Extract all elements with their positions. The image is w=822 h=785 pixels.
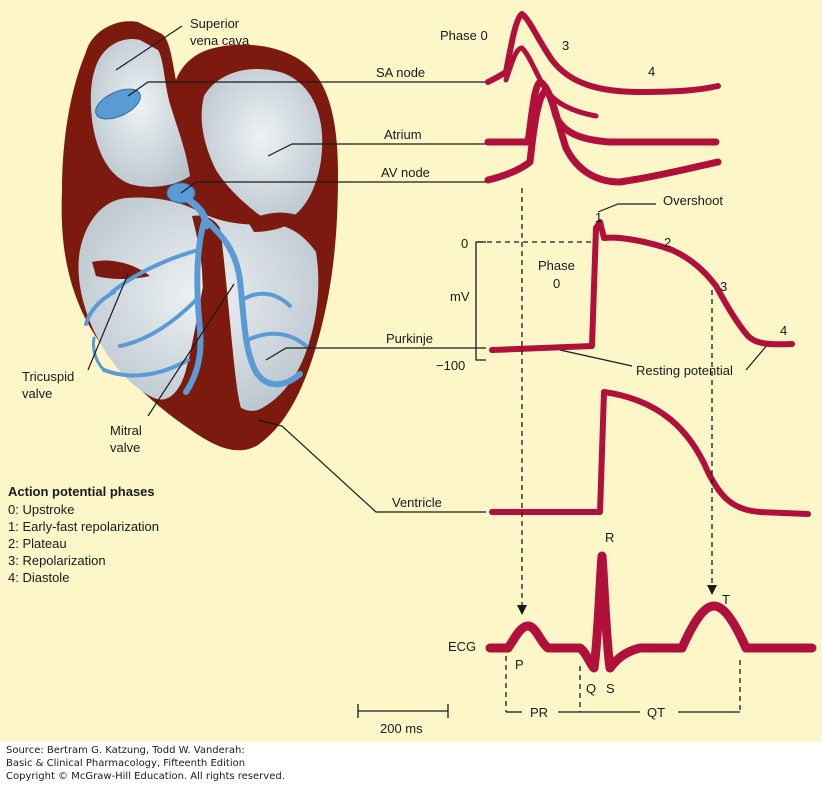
- label-mv-minus100: −100: [436, 358, 465, 373]
- leader-overshoot: [597, 203, 656, 213]
- purkinje-trace: [489, 219, 795, 353]
- right-atrium-chamber: [90, 39, 190, 187]
- leader-resting-potential-left: [559, 349, 633, 367]
- leader-tricuspid: [87, 273, 129, 371]
- leader-lines: [87, 25, 769, 513]
- interventricular-septum: [192, 215, 246, 420]
- label-pk-phase-3: 3: [720, 279, 727, 294]
- action-potential-traces: [484, 11, 817, 673]
- label-ecg-s: S: [606, 681, 615, 696]
- label-mitral-line1: Mitral: [110, 423, 142, 438]
- label-mv-zero: 0: [461, 236, 468, 251]
- label-phase-0-mid-line1: Phase: [538, 258, 575, 273]
- leader-mitral: [147, 283, 235, 417]
- label-sa-phase-4: 4: [648, 64, 655, 79]
- mv-axis: [475, 241, 486, 361]
- label-overshoot: Overshoot: [663, 193, 723, 208]
- time-scale-bar: [357, 704, 449, 718]
- leader-superior-vena-cava: [115, 25, 183, 71]
- leader-purkinje: [265, 347, 486, 361]
- mitral-valve: [248, 212, 300, 232]
- ventricle-trace: [489, 389, 811, 517]
- label-interval-pr: PR: [530, 705, 548, 720]
- label-purkinje: Purkinje: [386, 331, 433, 346]
- credit-line-1: Source: Bertram G. Katzung, Todd W. Vand…: [6, 745, 245, 756]
- label-sa-phase-3: 3: [562, 38, 569, 53]
- label-ventricle: Ventricle: [392, 495, 442, 510]
- label-pk-phase-4: 4: [780, 323, 787, 338]
- label-atrium: Atrium: [384, 127, 422, 142]
- credit-line-2: Basic & Clinical Pharmacology, Fifteenth…: [6, 758, 246, 769]
- legend-item-1: 1: Early-fast repolarization: [8, 519, 159, 534]
- label-superior-vena-cava-line1: Superior: [190, 16, 240, 31]
- phase-legend: Action potential phases 0: Upstroke 1: E…: [8, 484, 159, 585]
- figure-panel: Superior vena cava SA node Atrium AV nod…: [0, 0, 822, 742]
- sa-node-trace-second: [503, 45, 599, 119]
- label-av-node: AV node: [381, 165, 430, 180]
- legend-item-4: 4: Diastole: [8, 570, 69, 585]
- label-tricuspid-line1: Tricuspid: [22, 369, 74, 384]
- label-pk-phase-1: 1: [595, 210, 602, 225]
- label-ecg: ECG: [448, 639, 476, 654]
- label-ecg-t: T: [722, 592, 730, 607]
- label-sa-node: SA node: [376, 65, 425, 80]
- av-node-trace: [484, 86, 722, 186]
- leader-av-node: [180, 181, 486, 194]
- legend-title: Action potential phases: [8, 484, 155, 499]
- timing-lines: [478, 188, 741, 712]
- label-ecg-p: P: [515, 657, 524, 672]
- leader-sa-node: [127, 81, 486, 97]
- leader-ventricle: [257, 419, 486, 513]
- purkinje-fibers: [84, 194, 308, 395]
- leader-atrium: [267, 143, 486, 157]
- label-mitral-line2: valve: [110, 440, 140, 455]
- label-tricuspid-line2: valve: [22, 386, 52, 401]
- sa-node-trace: [485, 11, 721, 95]
- label-resting-potential: Resting potential: [636, 363, 733, 378]
- heart-illustration: [61, 21, 339, 451]
- label-superior-vena-cava-line2: vena cava: [190, 33, 250, 48]
- legend-item-3: 3: Repolarization: [8, 553, 106, 568]
- ecg-trace: [485, 551, 817, 673]
- cardiac-action-potential-diagram: Superior vena cava SA node Atrium AV nod…: [8, 11, 817, 736]
- legend-item-2: 2: Plateau: [8, 536, 67, 551]
- source-credit: Source: Bertram G. Katzung, Todd W. Vand…: [6, 744, 285, 783]
- label-pk-phase-2: 2: [664, 235, 671, 250]
- label-ecg-q: Q: [586, 681, 596, 696]
- credit-line-3: Copyright © McGraw-Hill Education. All r…: [6, 771, 285, 782]
- label-scale-200ms: 200 ms: [380, 721, 423, 736]
- label-phase-0-top: Phase 0: [440, 28, 488, 43]
- legend-item-0: 0: Upstroke: [8, 502, 74, 517]
- label-phase-0-mid-line2: 0: [553, 276, 560, 291]
- text-labels: Superior vena cava SA node Atrium AV nod…: [22, 16, 787, 736]
- leader-resting-potential-right: [745, 343, 769, 371]
- label-mv-unit: mV: [450, 289, 470, 304]
- label-interval-qt: QT: [647, 705, 665, 720]
- label-ecg-r: R: [605, 530, 614, 545]
- sa-node: [95, 88, 141, 120]
